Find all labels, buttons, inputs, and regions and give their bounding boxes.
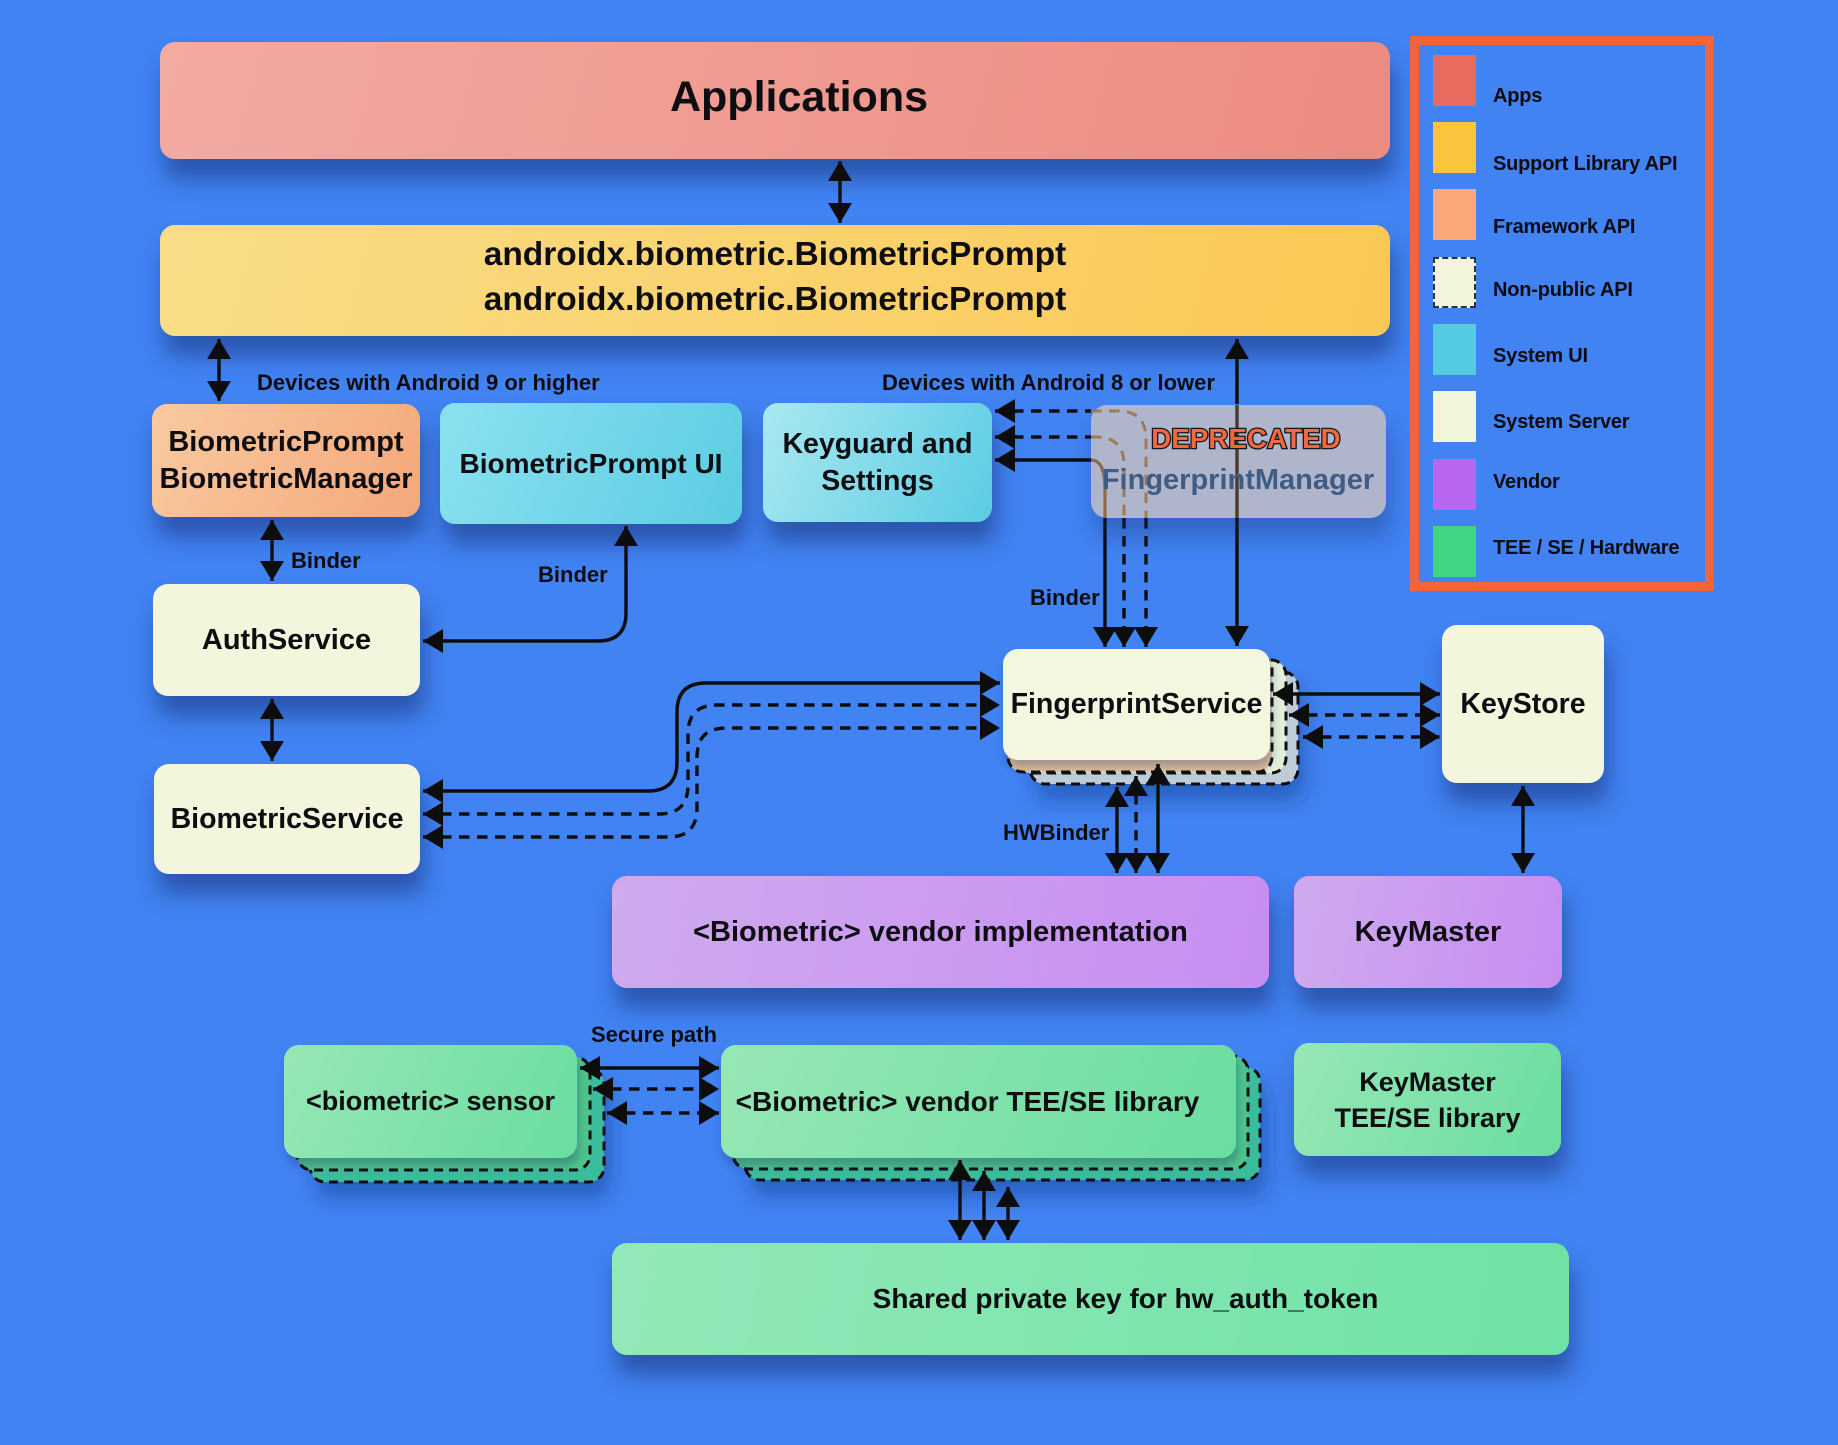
svg-text:DEPRECATED: DEPRECATED — [1151, 423, 1340, 454]
svg-text:FingerprintManager: FingerprintManager — [1102, 464, 1374, 496]
